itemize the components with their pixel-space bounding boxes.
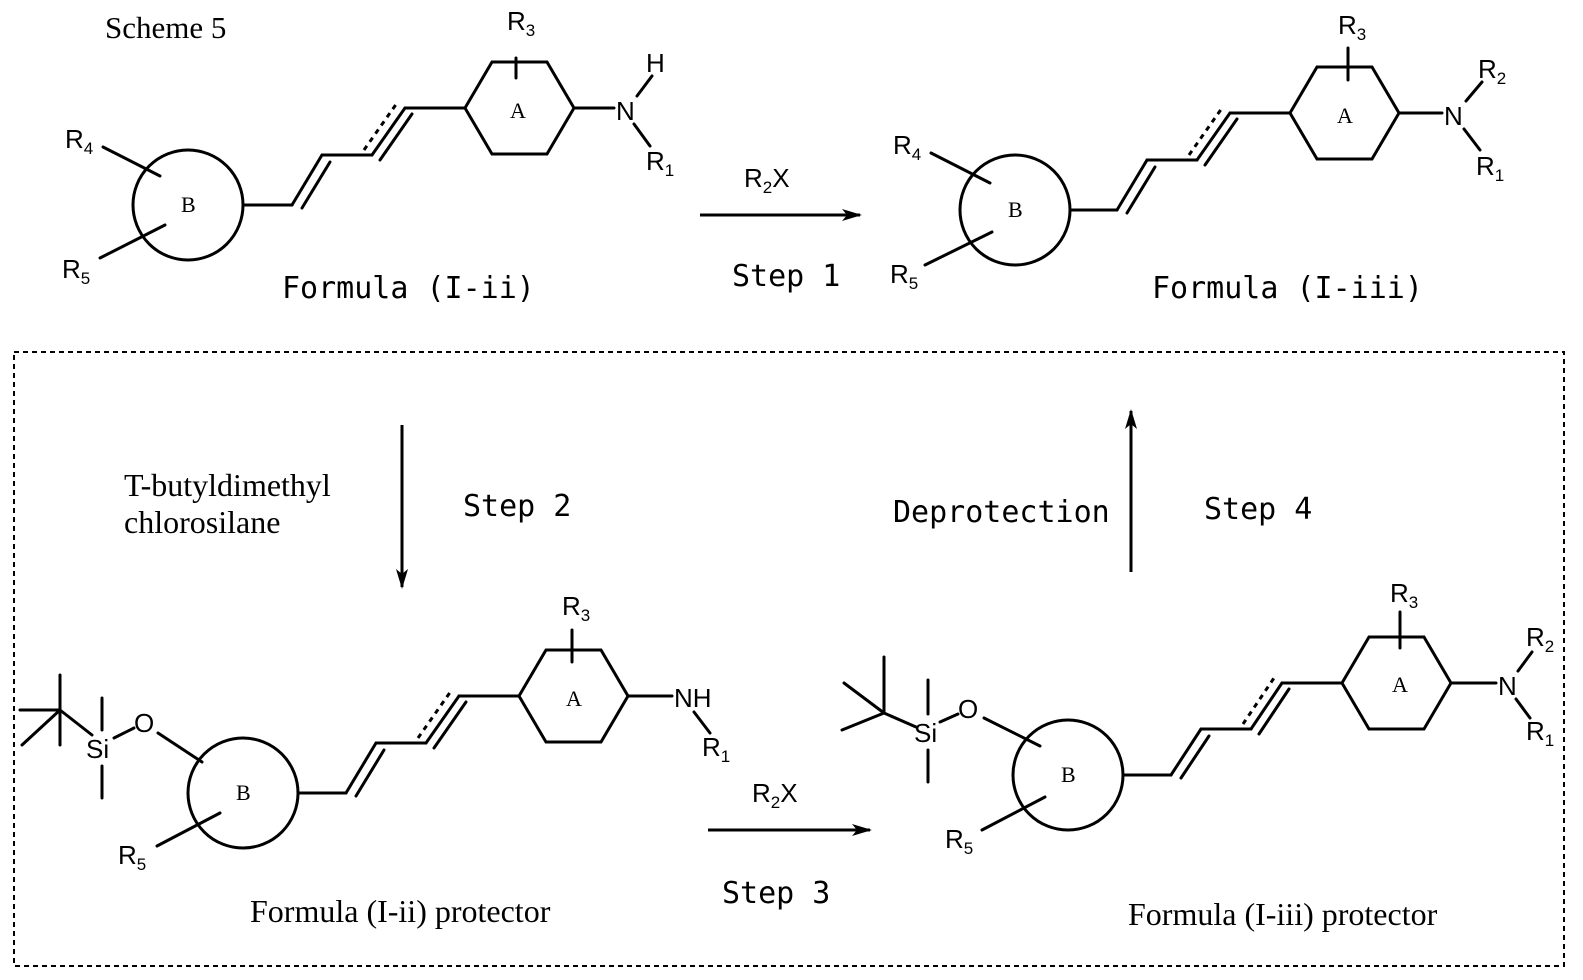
step2-group: T-butyldimethyl chlorosilane Step 2 (124, 425, 571, 587)
ring-b-label: B (1061, 762, 1076, 787)
compound-label-i-iii-protector: Formula (I-iii) protector (1128, 896, 1438, 932)
r4-label: R4 (65, 124, 93, 158)
scheme-title: Scheme 5 (105, 10, 226, 45)
silane-reagent-line2: chlorosilane (124, 504, 280, 540)
step1-group: R2X Step 1 (700, 163, 860, 294)
si-label: Si (86, 734, 109, 764)
structure-formula-i-ii-protector: Si O B R5 A R3 NH R1 Formula (I-ii) prot… (20, 591, 730, 929)
ring-b-label: B (181, 192, 196, 217)
protection-route-box (14, 352, 1564, 966)
n-label: N (616, 96, 635, 126)
r5-label: R5 (62, 254, 90, 288)
compound-label-i-iii: Formula (I-iii) (1152, 271, 1423, 306)
silane-reagent-line1: T-butyldimethyl (124, 467, 331, 503)
r1-label: R1 (646, 146, 674, 180)
nh-label: NH (674, 683, 712, 713)
o-label: O (958, 694, 978, 724)
n-label: N (1498, 671, 1517, 701)
r5-label: R5 (118, 840, 146, 874)
structure-formula-i-iii: B R4 R5 A R3 N R2 R1 Formula (I-iii) (890, 10, 1506, 306)
step1-reagent: R2X (744, 163, 790, 197)
structure-formula-i-iii-protector: Si O B R5 A R3 N R2 R1 Formula (I-iii) p… (842, 578, 1554, 932)
ring-b-label: B (1008, 197, 1023, 222)
r5-label: R5 (945, 824, 973, 858)
r2-label: R2 (1526, 622, 1554, 656)
r3-label: R3 (507, 6, 535, 40)
ring-b-label: B (236, 780, 251, 805)
r3-label: R3 (1390, 578, 1418, 612)
r1-label: R1 (1526, 716, 1554, 750)
step2-label: Step 2 (463, 489, 571, 524)
step3-label: Step 3 (722, 876, 830, 911)
si-label: Si (914, 718, 937, 748)
step4-label: Step 4 (1204, 492, 1312, 527)
step3-reagent: R2X (752, 778, 798, 812)
ring-a-label: A (510, 98, 526, 123)
compound-label-i-ii-protector: Formula (I-ii) protector (250, 893, 551, 929)
r4-label: R4 (893, 130, 921, 164)
r3-label: R3 (1338, 10, 1366, 44)
step1-label: Step 1 (732, 259, 840, 294)
r3-label: R3 (562, 591, 590, 625)
o-label: O (134, 708, 154, 738)
ring-a-label: A (1392, 672, 1408, 697)
ring-a-label: A (1337, 103, 1353, 128)
r2-label: R2 (1478, 54, 1506, 88)
step3-group: R2X Step 3 (708, 778, 870, 911)
h-label: H (646, 48, 665, 78)
deprotection-label: Deprotection (893, 495, 1110, 530)
r1-label: R1 (1476, 151, 1504, 185)
n-label: N (1444, 101, 1463, 131)
r1-label: R1 (702, 732, 730, 766)
ring-a-label: A (566, 686, 582, 711)
compound-label-i-ii: Formula (I-ii) (282, 271, 535, 306)
step4-group: Deprotection Step 4 (893, 411, 1312, 572)
structure-formula-i-ii: B R4 R5 A R3 N H R1 Formula (I-ii) (62, 6, 674, 306)
r5-label: R5 (890, 259, 918, 293)
